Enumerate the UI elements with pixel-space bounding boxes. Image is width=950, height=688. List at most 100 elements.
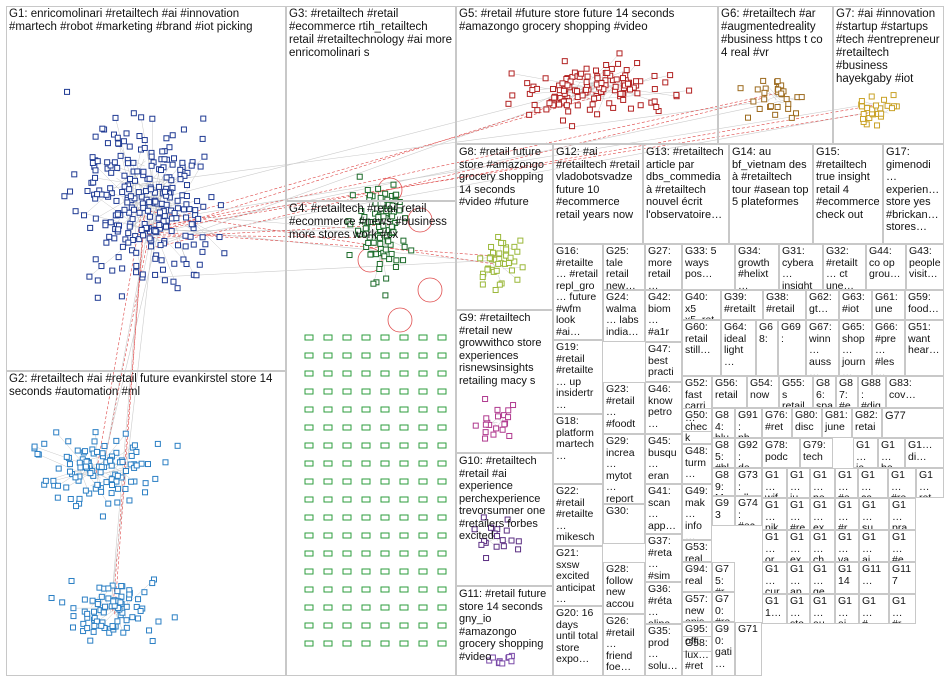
group-label: G1… ca…: [861, 470, 885, 498]
group-cell-g93: G93: [712, 496, 735, 526]
group-label: G55: s retail…: [782, 378, 810, 408]
group-cell-g33: G33: 5 ways pos…: [682, 244, 735, 290]
group-label: G20: 16 days until total store expo…: [556, 608, 600, 666]
group-label: G1… pra…: [892, 500, 913, 530]
group-cell-g77: G77: [882, 408, 944, 438]
group-cell-g24: G24: walma… labs india…: [603, 290, 645, 342]
group-label: G44: co op grou…: [869, 246, 903, 281]
group-label: G37: #reta… #sim…: [648, 536, 679, 582]
group-label: G11…: [862, 564, 886, 587]
group-label: G83: cov…: [889, 378, 941, 401]
group-label: G25: tale retail new…: [606, 246, 642, 290]
group-label: G7: #ai #innovation #startup #startups #…: [836, 8, 941, 86]
group-cell-g80: G80: disc…: [792, 408, 822, 438]
group-label: G28: follow new accou…: [606, 564, 642, 614]
group-cell-g87: G87: #ec…: [836, 376, 858, 408]
group-cell-g47: G47: best practi…: [645, 342, 682, 382]
group-label: G114: [838, 564, 856, 587]
group-label: G84: blu…: [715, 410, 732, 438]
group-label: G89: M…: [715, 470, 732, 496]
group-label: G31: cybera… insight…: [782, 246, 820, 290]
group-label: G22: #retail #retailte… mikesch…: [556, 486, 600, 546]
group-cell-g94: G94: real…: [682, 562, 712, 592]
group-cell-g9: G9: #retailtech #retail new growwithco s…: [456, 310, 553, 453]
group-cell-g35: G35: prod… solu…: [645, 624, 682, 676]
group-label: G4: #retailtech #retail retail #ecommerc…: [289, 203, 453, 242]
group-cell-g71: G71: [735, 622, 762, 676]
group-label: G15: #retailtech true insight retail 4 #…: [816, 146, 880, 221]
group-cell-g13: G13: #retailtech article par dbs_commedi…: [643, 144, 729, 244]
group-cell-g48: G48: turm…: [682, 444, 712, 484]
group-label: G38: #retail…: [766, 292, 803, 320]
group-cell-g17: G17: gimenodi… experien… store yes #bric…: [883, 144, 944, 244]
group-cell-g60: G60: retail still…: [682, 320, 721, 376]
group-label: G1… ia…: [856, 440, 875, 468]
group-cell-g28: G28: follow new accou…: [603, 562, 645, 614]
group-cell-g81: G81: june…: [822, 408, 852, 438]
group-cell-extra-13: G1… su…: [859, 498, 889, 530]
group-label: G1… #r…: [838, 500, 856, 530]
group-label: G1… be…: [881, 440, 902, 468]
group-cell-g22: G22: #retail #retailte… mikesch…: [553, 484, 603, 546]
group-cell-g66: G66: #pre… #les…: [872, 320, 905, 376]
group-label: G33: 5 ways pos…: [685, 246, 732, 281]
group-cell-g3: G3: #retailtech #retail #ecommerce rtih_…: [286, 6, 456, 201]
group-label: G42: biom… #a1r…: [648, 292, 679, 342]
group-label: G63: #iot…: [842, 292, 869, 320]
group-cell-g2: G2: #retailtech #ai #retail future evank…: [6, 371, 286, 676]
group-label: G73: alk…: [738, 470, 759, 496]
group-cell-extra-3: G1… ju…: [787, 468, 810, 498]
group-cell-g14: G14: au bf_vietnam des à #retailtech tou…: [729, 144, 813, 244]
group-cell-g10x: G1… wif…: [762, 468, 787, 498]
group-label: G13: #retailtech article par dbs_commedi…: [646, 146, 726, 221]
group-label: G21: sxsw excited anticipat…: [556, 548, 600, 606]
group-cell-g45: G45: busqu… eran…: [645, 434, 682, 484]
group-label: G88: #dig…: [861, 378, 883, 408]
group-label: G1… #re…: [891, 470, 913, 498]
group-label: G32: #retailt… ct une…: [826, 246, 863, 290]
group-label: G43: people visit…: [909, 246, 941, 281]
group-label: G16: #retailte… #retail repl_gro… future…: [556, 246, 600, 338]
group-cell-g62: G62: gt…: [806, 290, 839, 320]
group-label: G3: #retailtech #retail #ecommerce rtih_…: [289, 8, 453, 60]
group-label: G93: [715, 498, 732, 521]
group-cell-extra-25: G11…: [859, 562, 889, 594]
group-label: G94: real…: [685, 564, 709, 592]
group-cell-g38: G38: #retail…: [763, 290, 806, 320]
group-cell-g39: G39: #retailt…: [721, 290, 763, 320]
group-cell-extra-1: G1… be…: [878, 438, 905, 468]
group-cell-g30: G30:: [603, 504, 645, 544]
group-cell-extra-8: G1… ret…: [916, 468, 944, 498]
group-label: G1… cur…: [765, 564, 784, 594]
group-cell-extra-22: G1… ap…: [787, 562, 810, 594]
group-label: G50: check out…: [685, 410, 709, 444]
group-cell-extra-23: G1… ge…: [810, 562, 835, 594]
group-cell-g16: G16: #retailte… #retail repl_gro… future…: [553, 244, 603, 340]
group-cell-g78: G78: podc…: [762, 438, 800, 468]
group-label: G64: ideal light…: [724, 322, 753, 368]
group-label: G59: food…: [908, 292, 941, 315]
group-label: G9: #retailtech #retail new growwithco s…: [459, 312, 550, 387]
group-cell-extra-32: G1… #r…: [889, 594, 916, 624]
group-cell-extra-11: G1… ex…: [810, 498, 835, 530]
group-cell-extra-24: G114: [835, 562, 859, 594]
group-cell-extra-28: G1… sto…: [787, 594, 810, 624]
group-cell-g4: G4: #retailtech #retail retail #ecommerc…: [286, 201, 456, 676]
group-cell-g92: G92: de…: [735, 438, 762, 468]
group-cell-g34: G34: growth #helixt…: [735, 244, 779, 290]
group-label: G48: turm…: [685, 446, 709, 481]
group-cell-extra-27: G11…: [762, 594, 787, 624]
group-cell-g90: G90: gati…: [712, 622, 735, 676]
group-cell-g68: G68:: [756, 320, 778, 376]
group-cell-g29: G29: increa… mytot… report…: [603, 434, 645, 504]
group-label: G80: disc…: [795, 410, 819, 438]
group-label: G74: #ec…: [738, 498, 759, 526]
group-cell-g59: G59: food…: [905, 290, 944, 320]
group-label: G1… pe…: [813, 470, 832, 498]
group-cell-g84: G84: blu…: [712, 408, 735, 438]
group-label: G2: #retailtech #ai #retail future evank…: [9, 373, 283, 399]
group-cell-g41: G41: scan… app…: [645, 484, 682, 534]
group-cell-g86: G86: spa…: [813, 376, 836, 408]
group-label: G1: enricomolinari #retailtech #ai #inno…: [9, 8, 283, 34]
group-label: G27: more retail…: [648, 246, 679, 290]
